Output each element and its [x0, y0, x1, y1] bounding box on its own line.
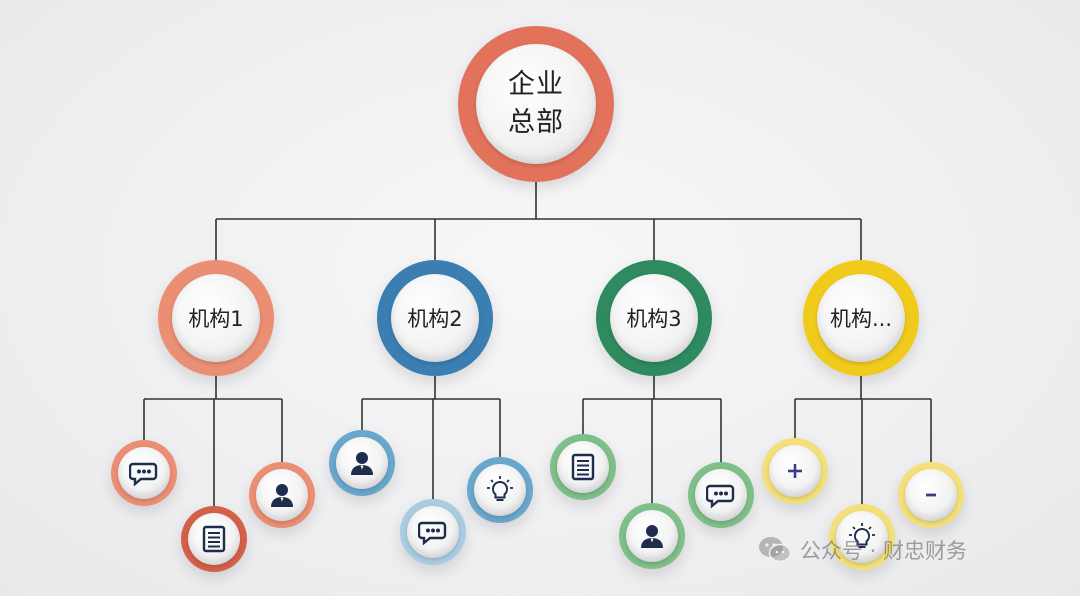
org-4-leaf-3: [898, 462, 964, 528]
org-1-leaf-2: [181, 506, 247, 572]
chat-icon: [706, 484, 735, 509]
watermark: 公众号 · 财忠财务: [758, 535, 967, 565]
org-node-4-label: 机构...: [829, 307, 893, 331]
watermark-text: 公众号 · 财忠财务: [800, 539, 968, 563]
org-3-leaf-2: [619, 503, 685, 569]
org-1-leaf-3: [249, 462, 315, 528]
org-node-4: 机构...: [803, 260, 919, 376]
person-icon: [351, 452, 373, 475]
root-label-line1: 企业: [508, 69, 564, 100]
org-3-leaf-1: [550, 434, 616, 500]
lightbulb-icon: [849, 523, 875, 548]
person-icon: [641, 525, 663, 548]
wechat-icon: [759, 537, 792, 563]
org-node-3-label: 机构3: [626, 307, 682, 331]
org-node-2-label: 机构2: [407, 307, 463, 331]
chat-icon: [418, 521, 447, 546]
org-2-leaf-3: [467, 457, 533, 523]
org-node-1-label: 机构1: [188, 307, 244, 331]
org-node-3: 机构3: [596, 260, 712, 376]
document-icon: [571, 453, 595, 481]
org-node-1: 机构1: [158, 260, 274, 376]
org-1-leaf-1: [111, 440, 177, 506]
org-node-2: 机构2: [377, 260, 493, 376]
document-icon: [202, 525, 226, 553]
minus-icon: [926, 493, 936, 497]
lightbulb-icon: [487, 476, 513, 501]
person-icon: [271, 484, 293, 507]
root-node-label: 企业 总部: [476, 44, 596, 164]
root-label-line2: 总部: [508, 107, 564, 138]
chat-icon: [129, 462, 158, 487]
plus-icon: [788, 464, 802, 478]
org-2-leaf-1: [329, 430, 395, 496]
root-node: 企业 总部: [458, 26, 614, 182]
org-4-leaf-1: [762, 438, 828, 504]
org-3-leaf-3: [688, 462, 754, 528]
org-2-leaf-2: [400, 499, 466, 565]
org-4-leaf-2: [829, 504, 895, 570]
